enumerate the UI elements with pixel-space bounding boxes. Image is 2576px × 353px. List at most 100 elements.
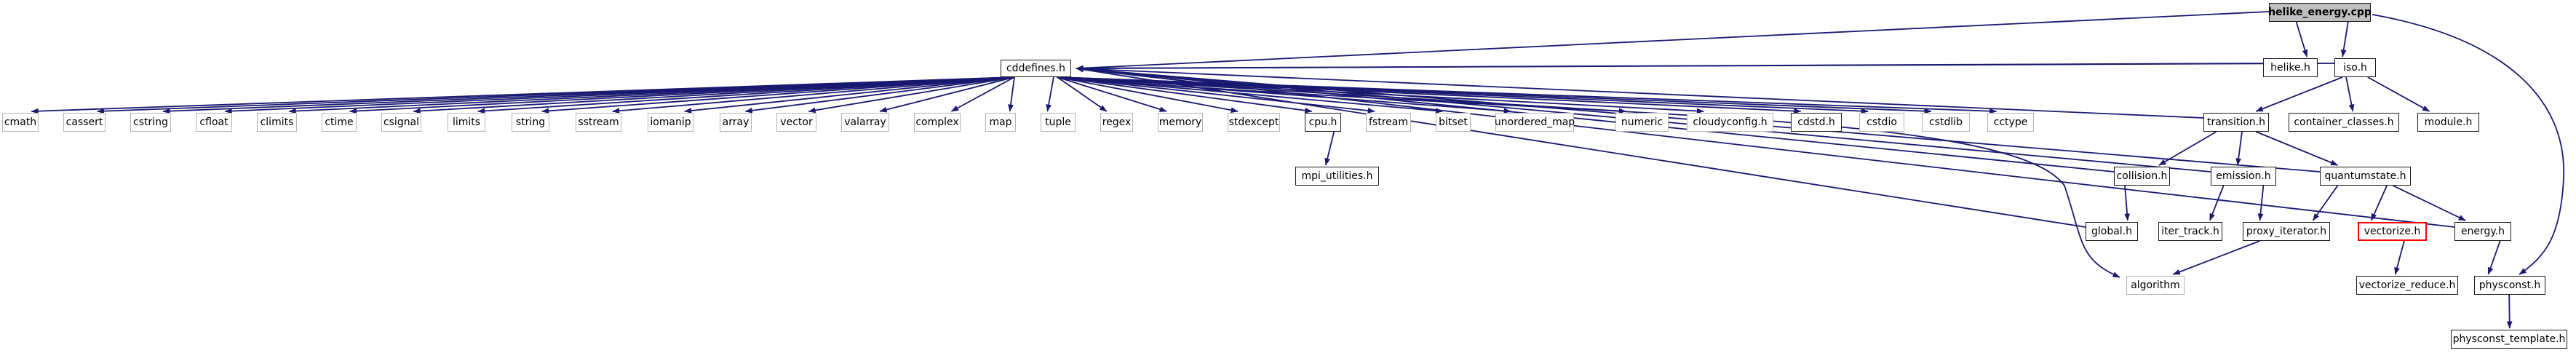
graph-node-cstdlib: cstdlib	[1922, 113, 1970, 132]
graph-node-label: climits	[260, 116, 294, 128]
graph-node-collision_h[interactable]: collision.h	[2114, 167, 2170, 186]
edge-cddefines_h-to-memory	[1057, 76, 1167, 112]
graph-node-label: container_classes.h	[2294, 116, 2394, 128]
graph-node-label: algorithm	[2131, 279, 2180, 291]
edge-global_h-to-cddefines_h	[1076, 66, 2086, 228]
edge-iso_h-to-module_h	[2367, 76, 2430, 112]
graph-node-helike_energy_cpp[interactable]: helike_energy.cpp	[2268, 3, 2372, 22]
graph-node-label: mpi_utilities.h	[1301, 170, 1373, 182]
graph-node-cmath: cmath	[2, 113, 39, 132]
graph-node-label: vector	[780, 116, 813, 128]
graph-node-label: cstring	[133, 116, 168, 128]
graph-node-label: vectorize_reduce.h	[2358, 279, 2456, 291]
graph-node-transition_h[interactable]: transition.h	[2203, 113, 2269, 132]
edge-cddefines_h-to-tuple	[1046, 76, 1054, 112]
graph-node-module_h[interactable]: module.h	[2417, 113, 2479, 132]
edge-energy_h-to-cddefines_h	[1076, 66, 2455, 228]
graph-node-label: cloudyconfig.h	[1693, 116, 1768, 128]
graph-node-iso_h[interactable]: iso.h	[2334, 58, 2376, 77]
graph-node-label: module.h	[2424, 116, 2473, 128]
edge-cddefines_h-to-cpu_h	[1057, 76, 1313, 114]
graph-node-cstring: cstring	[130, 113, 171, 132]
graph-node-label: cdstd.h	[1797, 116, 1835, 128]
edge-transition_h-to-quantumstate_h	[2256, 131, 2338, 166]
graph-node-cddefines_h[interactable]: cddefines.h	[1001, 60, 1071, 77]
graph-node-label: complex	[915, 116, 959, 128]
graph-node-label: ctime	[325, 116, 354, 128]
edge-emission_h-to-iter_track_h	[2209, 185, 2225, 221]
graph-node-unordered_map: unordered_map	[1495, 113, 1575, 132]
graph-node-physconst_template_h[interactable]: physconst_template.h	[2451, 330, 2567, 349]
edge-helike_energy_cpp-to-helike_h	[2295, 21, 2308, 57]
graph-node-label: tuple	[1045, 116, 1071, 128]
graph-node-proxy_iterator_h[interactable]: proxy_iterator.h	[2243, 222, 2330, 241]
graph-node-label: iso.h	[2343, 62, 2367, 74]
edge-quantumstate_h-to-energy_h	[2393, 185, 2466, 221]
graph-node-label: cpu.h	[1308, 116, 1337, 128]
edge-proxy_iterator_h-to-algorithm	[2172, 240, 2260, 275]
edge-helike_energy_cpp-to-physconst_h	[2372, 14, 2564, 275]
graph-node-cpu_h[interactable]: cpu.h	[1305, 113, 1341, 132]
edge-energy_h-to-physconst_h	[2487, 240, 2501, 275]
graph-node-label: map	[989, 116, 1012, 128]
edge-iso_h-to-container_classes_h	[2345, 76, 2355, 112]
edge-vectorize_h-to-vectorize_reduce_h	[2394, 240, 2405, 275]
edge-cddefines_h-to-iomanip	[684, 76, 1015, 114]
graph-node-physconst_h[interactable]: physconst.h	[2474, 276, 2545, 295]
graph-node-label: regex	[1102, 116, 1132, 128]
graph-node-label: cddefines.h	[1006, 63, 1065, 74]
graph-node-label: cstdio	[1867, 116, 1897, 128]
edge-quantumstate_h-to-proxy_iterator_h	[2312, 185, 2339, 221]
graph-node-regex: regex	[1100, 113, 1133, 132]
graph-node-label: cfloat	[199, 116, 228, 128]
graph-node-fstream: fstream	[1366, 113, 1411, 132]
edge-iso_h-to-transition_h	[2255, 76, 2343, 112]
edge-quantumstate_h-to-vectorize_h	[2370, 185, 2388, 221]
graph-node-ctime: ctime	[322, 113, 357, 132]
graph-node-vector: vector	[776, 113, 816, 132]
graph-node-complex: complex	[914, 113, 961, 132]
graph-node-iter_track_h[interactable]: iter_track.h	[2158, 222, 2222, 241]
edge-cddefines_h-to-vector	[808, 76, 1015, 114]
graph-node-label: iomanip	[650, 116, 691, 128]
edge-cddefines_h-to-cctype	[1057, 76, 1997, 114]
edge-transition_h-to-cddefines_h	[1076, 66, 2204, 119]
edge-helike_energy_cpp-to-iso_h	[2340, 21, 2349, 57]
edge-cddefines_h-to-bitset	[1057, 76, 1443, 114]
graph-node-string: string	[512, 113, 549, 132]
graph-node-quantumstate_h[interactable]: quantumstate.h	[2320, 167, 2411, 186]
edge-cddefines_h-to-valarray	[879, 76, 1015, 113]
graph-node-label: sstream	[578, 116, 619, 128]
graph-node-label: helike_energy.cpp	[2268, 7, 2372, 18]
graph-node-label: proxy_iterator.h	[2246, 226, 2327, 237]
graph-node-global_h[interactable]: global.h	[2086, 222, 2138, 241]
edge-cddefines_h-to-unordered_map	[1057, 76, 1511, 114]
graph-node-label: physconst_template.h	[2452, 333, 2566, 345]
graph-node-label: energy.h	[2460, 226, 2505, 237]
edge-cddefines_h-to-map	[1008, 76, 1015, 112]
graph-node-container_classes_h[interactable]: container_classes.h	[2289, 113, 2399, 132]
graph-node-cdstd_h[interactable]: cdstd.h	[1791, 113, 1842, 132]
graph-node-energy_h[interactable]: energy.h	[2454, 222, 2511, 241]
edge-transition_h-to-emission_h	[2235, 131, 2243, 166]
graph-node-label: transition.h	[2206, 116, 2266, 128]
edge-iso_h-to-cddefines_h	[1076, 63, 2335, 71]
graph-node-mpi_utilities_h[interactable]: mpi_utilities.h	[1295, 167, 1379, 186]
graph-node-label: valarray	[844, 116, 886, 128]
edge-emission_h-to-proxy_iterator_h	[2257, 185, 2265, 221]
edge-cddefines_h-to-array	[744, 76, 1015, 114]
graph-node-label: bitset	[1439, 116, 1468, 128]
edge-cpu_h-to-mpi_utilities_h	[1324, 131, 1335, 166]
edge-cddefines_h-to-algorithm	[1056, 76, 2120, 278]
graph-node-emission_h[interactable]: emission.h	[2211, 167, 2276, 186]
graph-node-vectorize_h[interactable]: vectorize.h	[2358, 222, 2427, 241]
graph-node-cfloat: cfloat	[196, 113, 232, 132]
graph-node-label: limits	[452, 116, 481, 128]
graph-node-cstdio: cstdio	[1859, 113, 1904, 132]
graph-node-label: cctype	[1993, 116, 2028, 128]
graph-node-helike_h[interactable]: helike.h	[2263, 58, 2318, 77]
graph-node-vectorize_reduce_h[interactable]: vectorize_reduce.h	[2356, 276, 2458, 295]
graph-node-label: emission.h	[2216, 170, 2271, 182]
